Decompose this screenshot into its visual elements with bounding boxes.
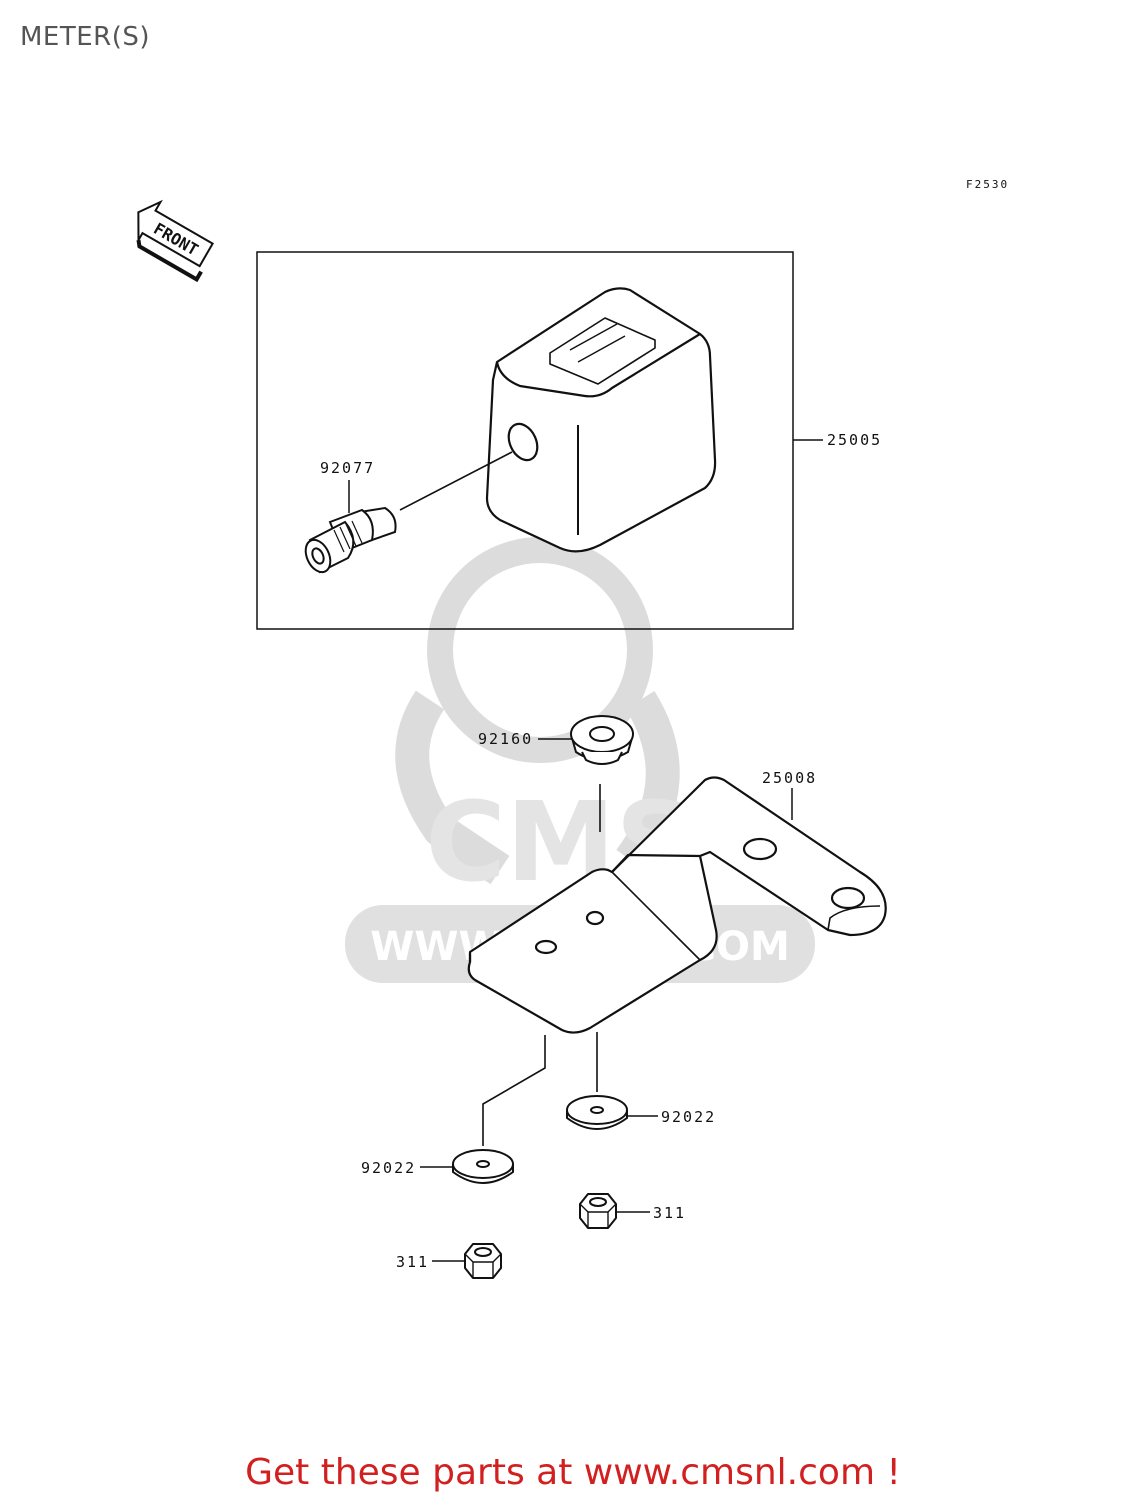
callout-92077: 92077 bbox=[320, 459, 376, 477]
callout-311-right: 311 bbox=[653, 1204, 687, 1222]
callout-25008: 25008 bbox=[762, 769, 818, 787]
meter-housing bbox=[485, 287, 717, 553]
bracket bbox=[467, 776, 887, 1034]
meter-drive-guide-line bbox=[399, 451, 513, 511]
page-title: METER(S) bbox=[20, 22, 151, 52]
callout-92022-left: 92022 bbox=[361, 1159, 417, 1177]
front-arrow-icon: FRONT bbox=[136, 199, 215, 283]
nut-left bbox=[464, 1243, 502, 1279]
watermark-logo: CMS bbox=[395, 537, 695, 906]
washer-right bbox=[566, 1095, 628, 1130]
promo-link-text[interactable]: Get these parts at www.cmsnl.com ! bbox=[245, 1452, 901, 1493]
grommet bbox=[570, 715, 634, 765]
figure-code: F2530 bbox=[966, 178, 1010, 191]
drive-joint bbox=[304, 506, 397, 574]
callout-311-left: 311 bbox=[396, 1253, 430, 1271]
callout-92160: 92160 bbox=[478, 730, 534, 748]
callout-92022-right: 92022 bbox=[661, 1108, 717, 1126]
washer-left bbox=[452, 1149, 514, 1184]
callout-25005: 25005 bbox=[827, 431, 883, 449]
washer-left-guide-line bbox=[482, 1035, 546, 1146]
nut-right bbox=[579, 1193, 617, 1229]
